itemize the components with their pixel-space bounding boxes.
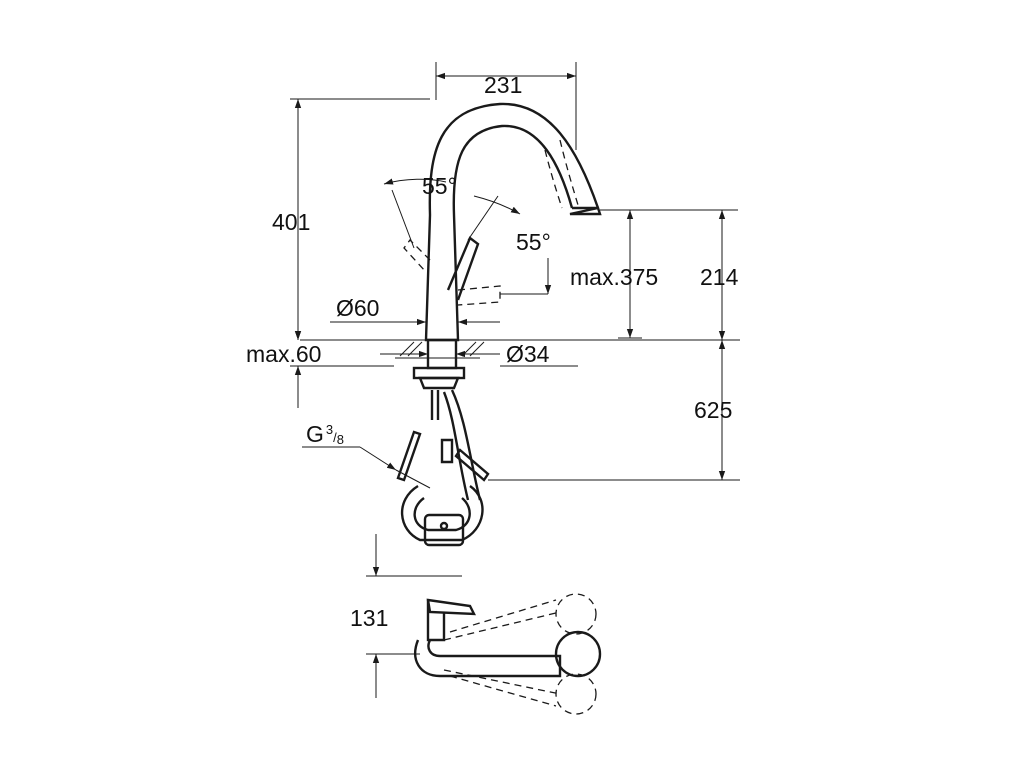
hose-loop-inner xyxy=(413,497,471,532)
spray-head xyxy=(569,206,602,216)
lever-ghost-right xyxy=(457,285,501,306)
lever-ghost-left xyxy=(403,239,431,273)
label-thread-main: G xyxy=(306,421,324,447)
label-total-height: 401 xyxy=(272,209,310,235)
pullout-hidden-2 xyxy=(559,139,579,206)
label-thread-num: 3 xyxy=(326,422,333,437)
label-hose-length: 625 xyxy=(694,397,732,423)
top-ghost-up xyxy=(443,611,561,641)
weight-hole xyxy=(439,521,449,531)
top-body xyxy=(414,639,562,678)
hose-right xyxy=(450,389,482,501)
thread-leader xyxy=(359,446,397,471)
lever-angle-arc xyxy=(473,195,521,215)
top-lever xyxy=(426,598,476,616)
lever-handle xyxy=(446,236,480,301)
connector-center xyxy=(440,438,454,464)
hose-loop-outer xyxy=(400,484,484,542)
top-lever-stem xyxy=(426,600,446,642)
faucet-side-view xyxy=(300,102,740,547)
label-reach: 231 xyxy=(484,72,522,98)
top-ghost-down xyxy=(443,669,561,695)
top-ghost-up-head xyxy=(555,593,597,635)
pullout-hidden xyxy=(544,149,563,209)
top-spray-head xyxy=(554,630,602,678)
mount-plate xyxy=(418,376,460,390)
dimension-lines xyxy=(290,62,740,489)
spout-inner xyxy=(452,124,574,216)
label-lever-angle: 55° xyxy=(516,229,551,255)
label-spout-height: 214 xyxy=(700,264,739,290)
spout-outer xyxy=(428,102,600,216)
connector-right xyxy=(454,448,490,482)
label-thread-den: 8 xyxy=(337,432,344,447)
label-body-diameter: Ø60 xyxy=(336,295,379,321)
faucet-top-view xyxy=(366,534,602,715)
connector-left xyxy=(396,430,422,482)
label-shank-diameter: Ø34 xyxy=(506,341,550,367)
hose-right-inner xyxy=(442,391,470,501)
mount-nut xyxy=(412,366,466,380)
hose-weight xyxy=(423,513,465,547)
label-spout-angle: 55° xyxy=(422,173,457,199)
top-ghost-down-head xyxy=(555,673,597,715)
label-max-height: max.375 xyxy=(570,264,658,290)
label-max-counter: max.60 xyxy=(246,341,321,367)
label-top-offset: 131 xyxy=(350,605,388,631)
shank xyxy=(426,338,458,370)
spout-angle-arc xyxy=(383,178,447,185)
dimension-labels: 231 401 55° 55° max.375 214 Ø60 Ø34 max.… xyxy=(246,72,739,631)
